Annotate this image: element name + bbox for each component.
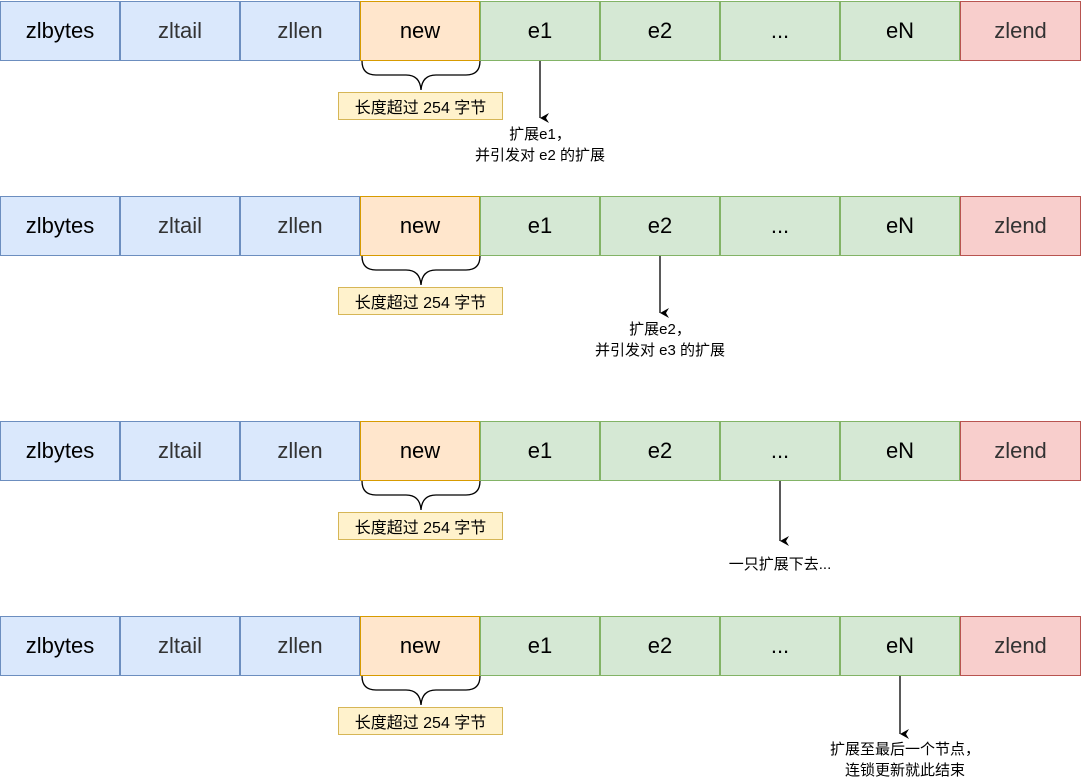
note-step-2-line-2: 并引发对 e3 的扩展 xyxy=(594,342,726,359)
brace-step-2 xyxy=(361,255,481,286)
cell-e1: e1 xyxy=(480,1,600,61)
cell-zllen: zllen xyxy=(240,421,360,481)
note-step-1-line-2: 并引发对 e2 的扩展 xyxy=(474,147,606,164)
cell-zlend: zlend xyxy=(960,421,1081,481)
note-step-1-line-1: 扩展e1， xyxy=(509,126,571,143)
ziplist-row-step-4: zlbytes zltail zllen new e1 e2 ... eN zl… xyxy=(0,616,1082,676)
cell-eN: eN xyxy=(840,616,960,676)
cell-zltail: zltail xyxy=(120,1,240,61)
cell-zlend: zlend xyxy=(960,196,1081,256)
note-step-3-line-1: 一只扩展下去... xyxy=(728,556,832,573)
brace-label-step-1: 长度超过 254 字节 xyxy=(338,92,503,120)
ziplist-row-step-2: zlbytes zltail zllen new e1 e2 ... eN zl… xyxy=(0,196,1082,256)
note-step-4-line-1: 扩展至最后一个节点， xyxy=(829,741,981,758)
cell-eN: eN xyxy=(840,421,960,481)
cell-zlbytes: zlbytes xyxy=(0,421,120,481)
brace-step-1 xyxy=(361,60,481,91)
cell-zlbytes: zlbytes xyxy=(0,196,120,256)
cell-ellipsis: ... xyxy=(720,421,840,481)
cell-new: new xyxy=(360,616,480,676)
brace-label-step-3: 长度超过 254 字节 xyxy=(338,512,503,540)
cell-e2: e2 xyxy=(600,1,720,61)
cell-ellipsis: ... xyxy=(720,1,840,61)
cell-new: new xyxy=(360,1,480,61)
cell-zllen: zllen xyxy=(240,1,360,61)
cell-eN: eN xyxy=(840,196,960,256)
note-step-3: 一只扩展下去... xyxy=(729,554,832,575)
cell-e2: e2 xyxy=(600,196,720,256)
brace-label-step-2: 长度超过 254 字节 xyxy=(338,287,503,315)
cell-zllen: zllen xyxy=(240,196,360,256)
note-step-2-line-1: 扩展e2， xyxy=(629,321,691,338)
ziplist-row-step-3: zlbytes zltail zllen new e1 e2 ... eN zl… xyxy=(0,421,1082,481)
note-step-1: 扩展e1， 并引发对 e2 的扩展 xyxy=(475,124,605,166)
note-step-4-line-2: 连锁更新就此结束 xyxy=(844,762,966,779)
ziplist-row-step-1: zlbytes zltail zllen new e1 e2 ... eN zl… xyxy=(0,1,1082,61)
cell-e2: e2 xyxy=(600,616,720,676)
cell-e2: e2 xyxy=(600,421,720,481)
cell-zltail: zltail xyxy=(120,616,240,676)
cell-e1: e1 xyxy=(480,421,600,481)
cell-new: new xyxy=(360,421,480,481)
brace-label-step-4: 长度超过 254 字节 xyxy=(338,707,503,735)
brace-step-4 xyxy=(361,675,481,706)
cell-zlend: zlend xyxy=(960,616,1081,676)
cell-zlend: zlend xyxy=(960,1,1081,61)
cell-zltail: zltail xyxy=(120,421,240,481)
cell-zllen: zllen xyxy=(240,616,360,676)
cell-zlbytes: zlbytes xyxy=(0,1,120,61)
cell-zlbytes: zlbytes xyxy=(0,616,120,676)
note-step-2: 扩展e2， 并引发对 e3 的扩展 xyxy=(595,319,725,361)
cell-e1: e1 xyxy=(480,616,600,676)
cell-ellipsis: ... xyxy=(720,196,840,256)
cell-new: new xyxy=(360,196,480,256)
cell-e1: e1 xyxy=(480,196,600,256)
cell-ellipsis: ... xyxy=(720,616,840,676)
cell-zltail: zltail xyxy=(120,196,240,256)
cell-eN: eN xyxy=(840,1,960,61)
note-step-4: 扩展至最后一个节点， 连锁更新就此结束 xyxy=(830,739,980,781)
brace-step-3 xyxy=(361,480,481,511)
